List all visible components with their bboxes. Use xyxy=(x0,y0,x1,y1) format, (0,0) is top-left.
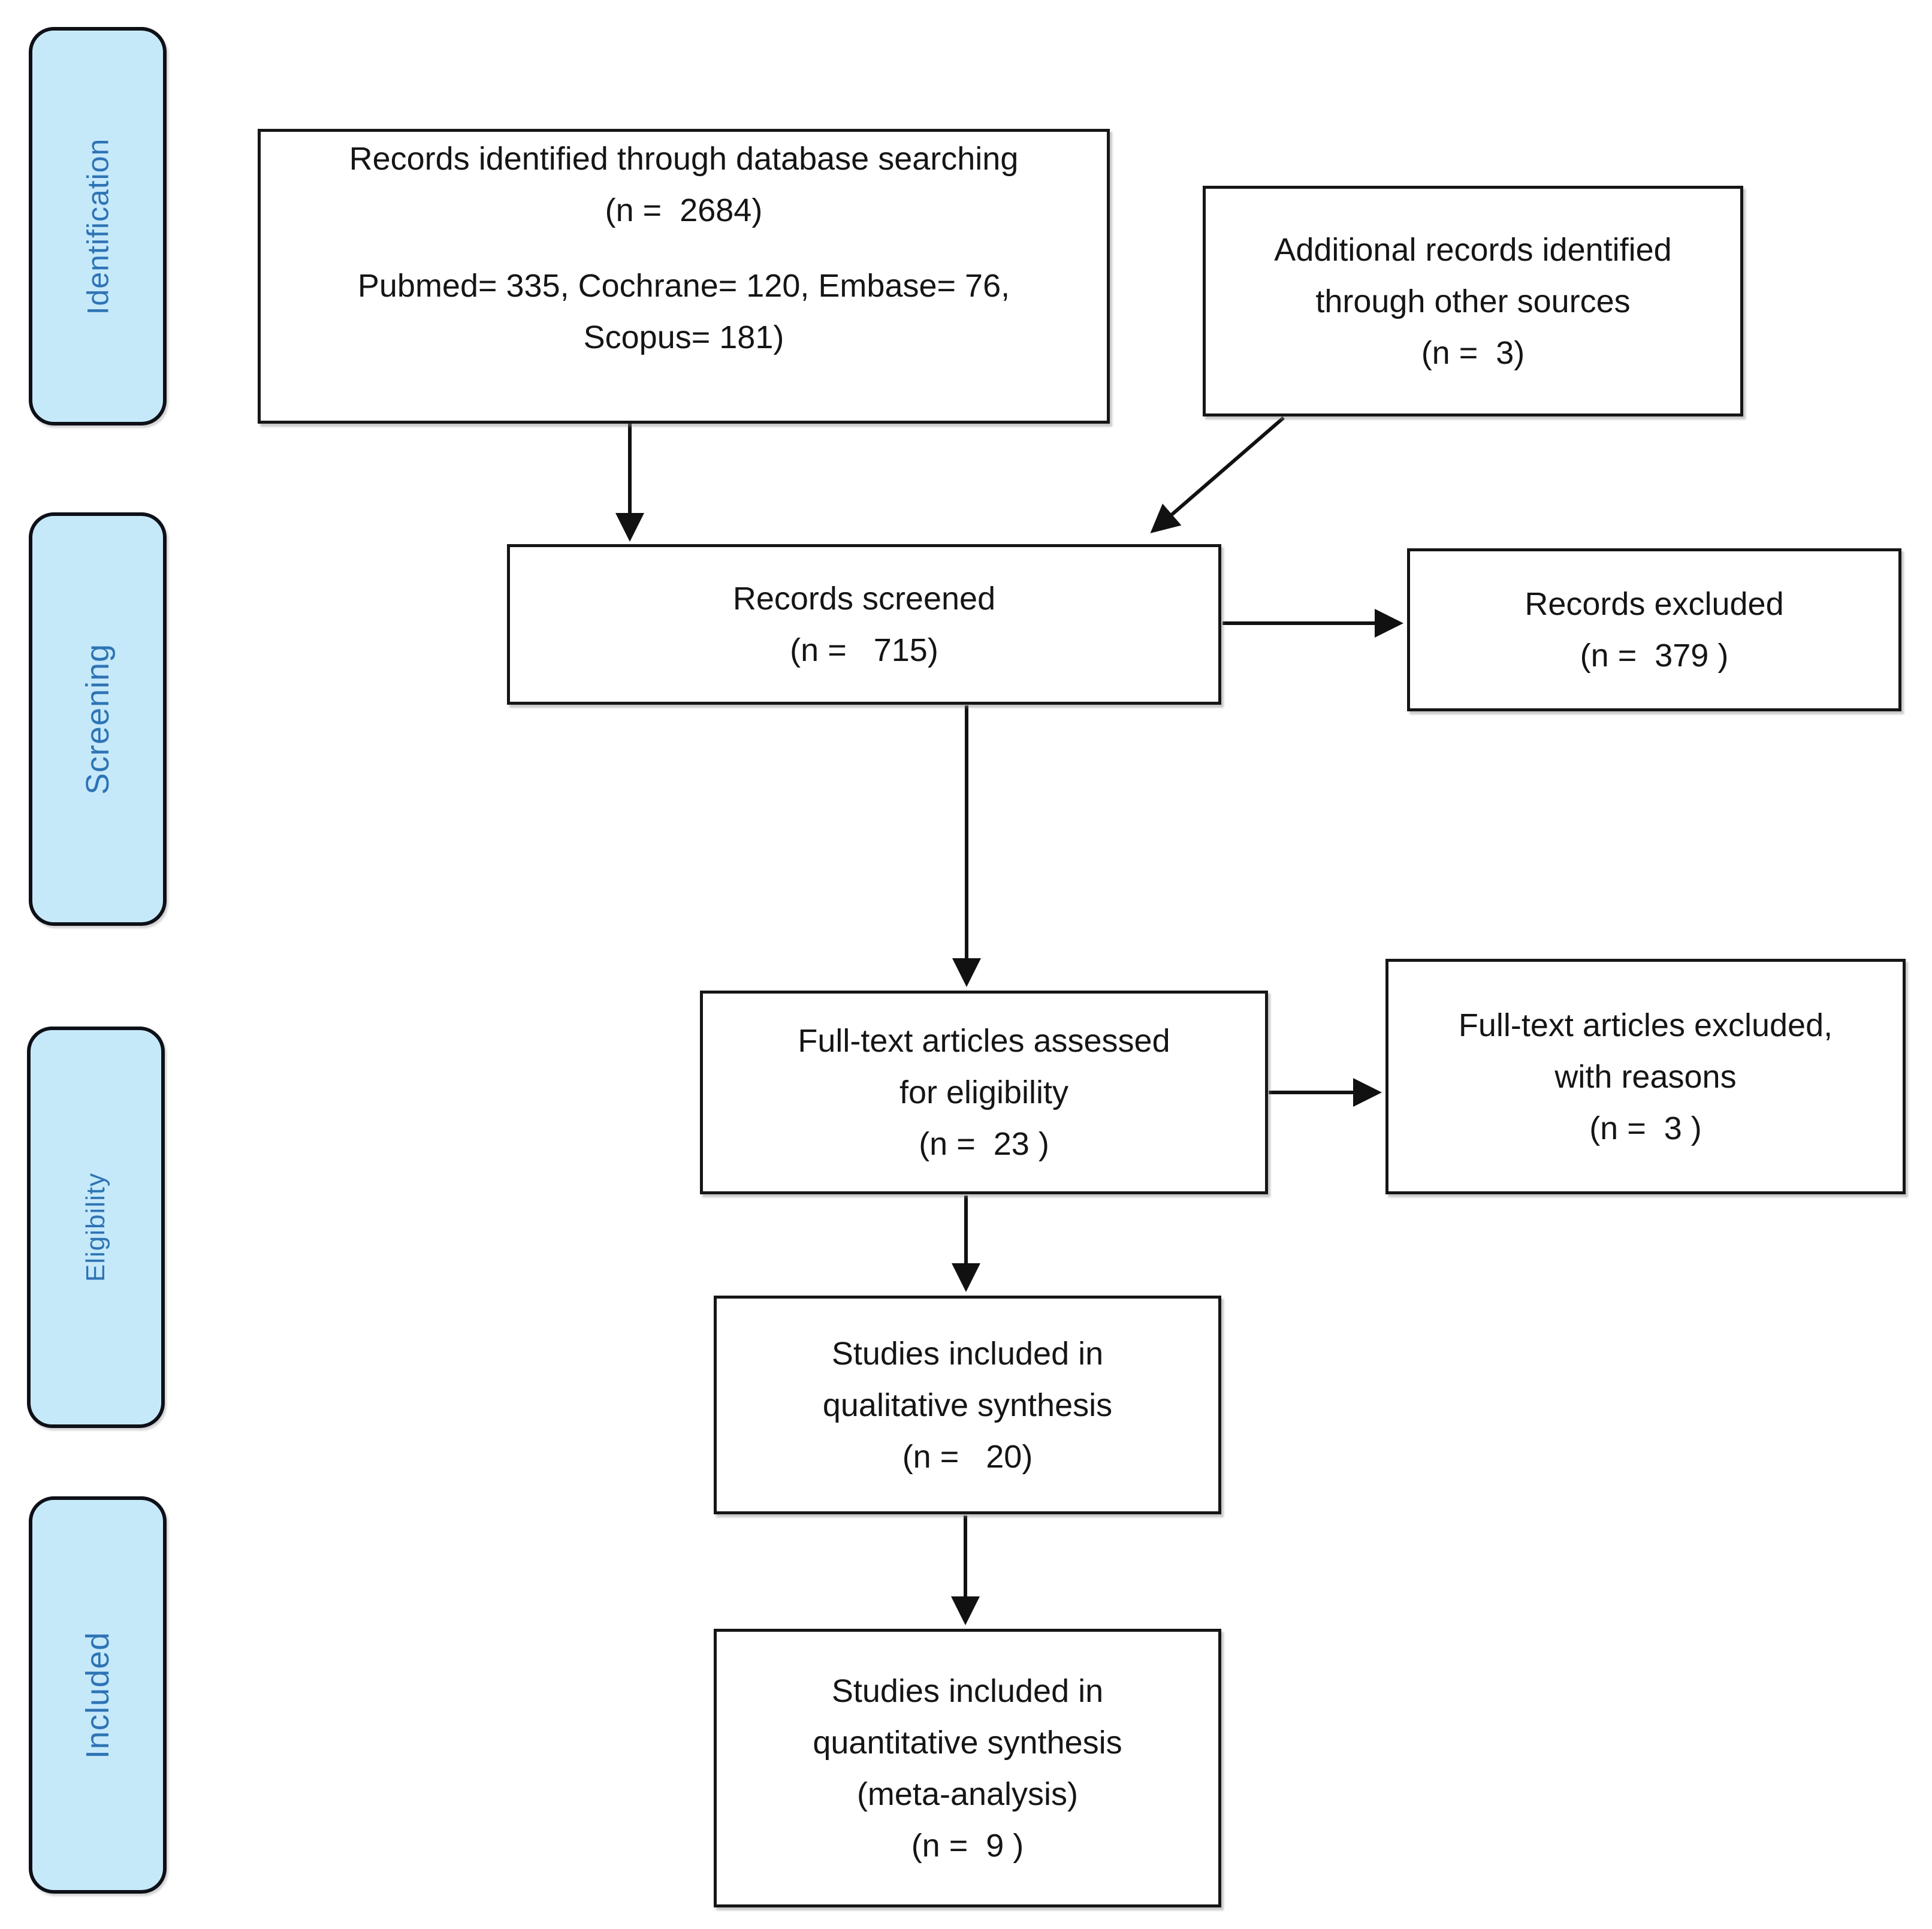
box-quantitative-synthesis: Studies included in quantitative synthes… xyxy=(714,1629,1221,1907)
box-records-identified: Records identified through database sear… xyxy=(258,129,1110,424)
box-line: Studies included in xyxy=(831,1335,1104,1372)
stage-label-included-text: Included xyxy=(79,1631,116,1759)
box-line: (n = 3) xyxy=(1421,334,1525,371)
box-line: with reasons xyxy=(1554,1058,1737,1095)
box-line: qualitative synthesis xyxy=(822,1387,1113,1423)
box-line: (n = 379 ) xyxy=(1580,638,1729,674)
stage-label-eligibility-text: Eligibility xyxy=(80,1172,110,1282)
box-fulltext-excluded: Full-text articles excluded, with reason… xyxy=(1385,959,1906,1194)
box-line: Pubmed= 335, Cochrane= 120, Embase= 76, xyxy=(357,268,1010,304)
box-line: Records identified through database sear… xyxy=(349,141,1019,177)
arrow-additional-to-screened xyxy=(1150,416,1285,533)
box-line: (meta-analysis) xyxy=(856,1776,1079,1812)
stage-label-included: Included xyxy=(29,1496,167,1894)
records-identified-main: Records identified through database sear… xyxy=(349,133,1019,236)
stage-label-eligibility: Eligibility xyxy=(27,1027,165,1428)
box-line: (n = 20) xyxy=(902,1438,1033,1475)
stage-label-identification-text: Identification xyxy=(81,138,114,315)
stage-label-screening-text: Screening xyxy=(80,643,116,795)
box-line: Additional records identified xyxy=(1274,231,1672,268)
box-records-screened: Records screened (n = 715) xyxy=(507,544,1221,705)
stage-label-identification: Identification xyxy=(29,27,167,425)
box-line: Scopus= 181) xyxy=(583,319,784,355)
additional-records-text: Additional records identified through ot… xyxy=(1274,224,1671,379)
quantitative-synthesis-text: Studies included in quantitative synthes… xyxy=(813,1665,1122,1871)
box-line: for eligibility xyxy=(899,1074,1069,1110)
qualitative-synthesis-text: Studies included in qualitative synthesi… xyxy=(823,1328,1112,1483)
box-line: through other sources xyxy=(1315,283,1631,319)
fulltext-excluded-text: Full-text articles excluded, with reason… xyxy=(1459,1000,1833,1154)
box-records-excluded: Records excluded (n = 379 ) xyxy=(1407,548,1901,711)
stage-label-screening: Screening xyxy=(29,512,167,926)
box-line: quantitative synthesis xyxy=(813,1724,1122,1761)
box-line: Full-text articles assessed xyxy=(798,1023,1170,1059)
box-qualitative-synthesis: Studies included in qualitative synthesi… xyxy=(714,1296,1221,1514)
box-fulltext-assessed: Full-text articles assessed for eligibil… xyxy=(700,991,1268,1194)
box-additional-records: Additional records identified through ot… xyxy=(1203,186,1743,416)
fulltext-assessed-text: Full-text articles assessed for eligibil… xyxy=(798,1015,1170,1170)
box-line: Records excluded xyxy=(1525,586,1784,622)
box-line: (n = 2684) xyxy=(605,192,763,228)
box-line: (n = 3 ) xyxy=(1589,1110,1702,1146)
box-line: (n = 9 ) xyxy=(911,1827,1024,1864)
records-excluded-text: Records excluded (n = 379 ) xyxy=(1525,578,1783,681)
records-screened-text: Records screened (n = 715) xyxy=(733,573,995,676)
box-line: Records screened xyxy=(732,581,996,617)
box-line: Full-text articles excluded, xyxy=(1458,1007,1833,1043)
records-identified-sources: Pubmed= 335, Cochrane= 120, Embase= 76, … xyxy=(358,260,1010,363)
box-line: (n = 23 ) xyxy=(919,1126,1049,1162)
box-line: (n = 715) xyxy=(790,632,938,668)
box-line: Studies included in xyxy=(831,1673,1104,1709)
